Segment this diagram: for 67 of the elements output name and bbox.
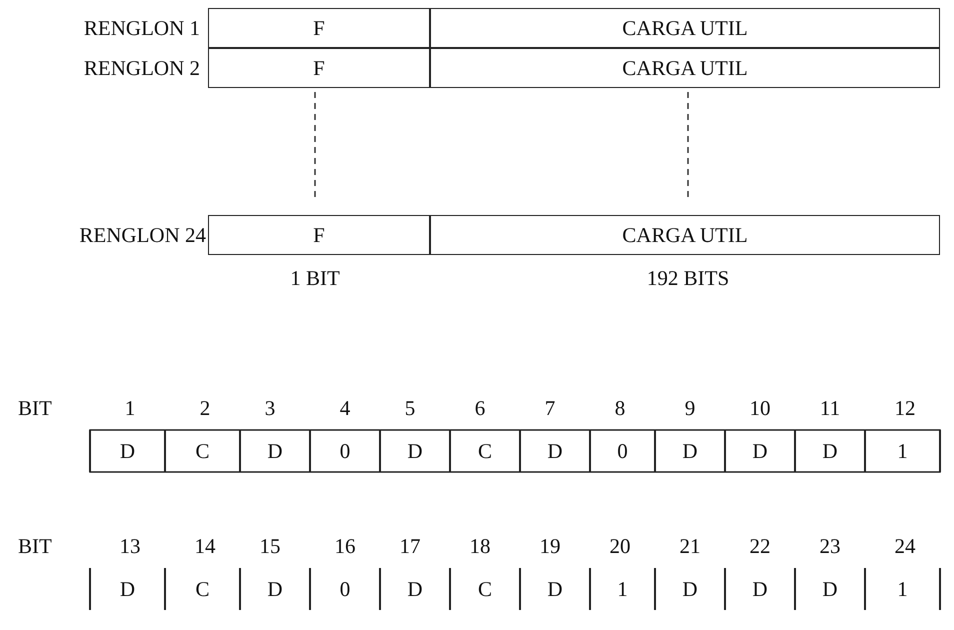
bit-value: 1	[897, 441, 908, 462]
bit-value: D	[752, 579, 768, 600]
bit-value: D	[407, 579, 423, 600]
bit-number: 11	[820, 398, 840, 419]
bit-number: 22	[750, 536, 770, 557]
bit-number: 17	[400, 536, 420, 557]
row-label: RENGLON 24	[79, 225, 206, 246]
bit-value: 0	[617, 441, 628, 462]
bit-number: 10	[750, 398, 770, 419]
bit-value: D	[267, 579, 283, 600]
bit-value: D	[752, 441, 768, 462]
field-label: CARGA UTIL	[622, 16, 748, 40]
bit-number: 9	[684, 398, 696, 419]
bit-number: 4	[340, 398, 350, 419]
bit-number: 1	[124, 398, 136, 419]
bit-value: C	[478, 579, 492, 600]
bit-number: 18	[470, 536, 490, 557]
bit-number: 16	[334, 536, 356, 557]
bit-value: C	[196, 441, 210, 462]
bit-number: 23	[820, 536, 840, 557]
field-label: CARGA UTIL	[622, 222, 748, 248]
bit-number: 13	[120, 536, 140, 557]
field-label: F	[313, 222, 325, 248]
bit-number: 24	[894, 536, 916, 557]
bit-number: 19	[540, 536, 560, 557]
row-header: BIT	[18, 536, 52, 557]
bit-value: D	[682, 579, 698, 600]
row-label: RENGLON 1	[84, 18, 200, 39]
frame-field	[208, 215, 430, 255]
field-label: F	[313, 16, 325, 40]
bit-number: 8	[614, 398, 626, 419]
bit-value: D	[120, 579, 136, 600]
bit-number: 7	[544, 398, 556, 419]
field-label: F	[313, 56, 325, 80]
bit-value: 0	[340, 441, 350, 462]
bit-number: 20	[610, 536, 630, 557]
bit-value: C	[478, 441, 492, 462]
bit-value: D	[407, 441, 423, 462]
frame-field	[208, 48, 430, 88]
field-label: CARGA UTIL	[622, 56, 748, 80]
bit-number: 3	[264, 398, 276, 419]
size-label: 192 BITS	[646, 268, 730, 289]
bit-value: D	[682, 441, 698, 462]
bit-number: 14	[194, 536, 216, 557]
bit-value: 1	[897, 579, 908, 600]
size-label: 1 BIT	[290, 268, 340, 289]
bit-number: 5	[404, 398, 416, 419]
bit-value: D	[267, 441, 283, 462]
bit-value: D	[822, 579, 838, 600]
bit-number: 6	[474, 398, 486, 419]
bit-number: 15	[260, 536, 280, 557]
frame-field	[430, 215, 940, 255]
frame-field	[208, 8, 430, 48]
bit-value: D	[547, 579, 563, 600]
bit-value: D	[547, 441, 563, 462]
row-header: BIT	[18, 398, 52, 419]
bit-value: C	[196, 579, 210, 600]
row-label: RENGLON 2	[84, 58, 200, 79]
bit-value: 0	[340, 579, 350, 600]
bit-value: D	[822, 441, 838, 462]
frame-field	[430, 48, 940, 88]
bit-number: 12	[894, 398, 916, 419]
bit-value: D	[120, 441, 136, 462]
bit-value: 1	[617, 579, 628, 600]
bit-number: 2	[200, 398, 210, 419]
bit-number: 21	[680, 536, 700, 557]
frame-field	[430, 8, 940, 48]
